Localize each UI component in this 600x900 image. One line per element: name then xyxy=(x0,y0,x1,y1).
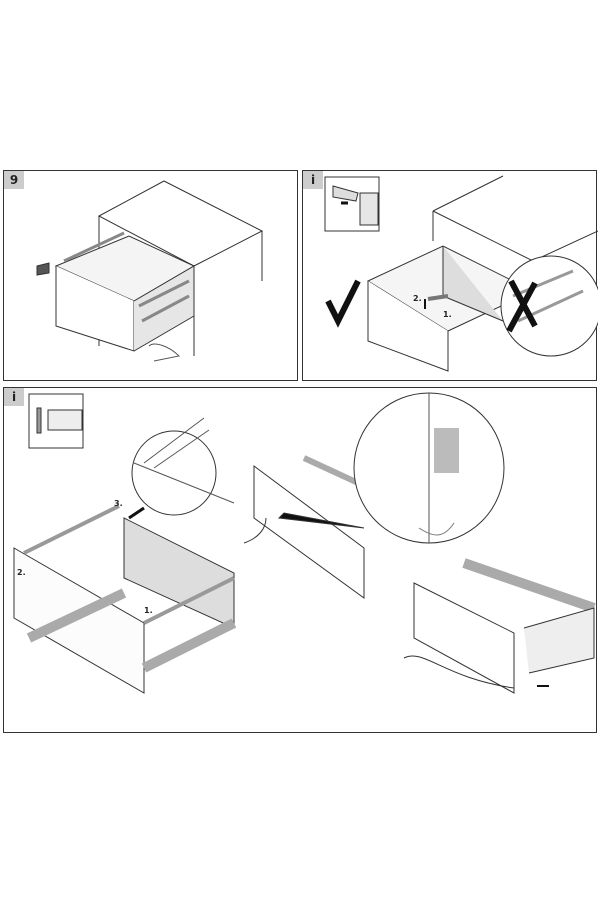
drawer-removal-illustration: 1. 2. xyxy=(324,175,598,372)
info-panel-correct-handling: i 1. 2. xyxy=(302,170,598,381)
step-9-panel: 9 xyxy=(3,170,298,381)
info-panel-front-mounting: i 3. 2. 1. xyxy=(3,387,597,733)
step-label: 3. xyxy=(114,499,123,508)
step-label: 2. xyxy=(413,294,422,303)
step-label: 2. xyxy=(17,568,26,577)
info-badge: i xyxy=(4,388,24,406)
step-label: 1. xyxy=(144,606,153,615)
step-number-badge: 9 xyxy=(4,171,24,189)
step-label: 1. xyxy=(443,310,452,319)
info-badge: i xyxy=(303,171,323,189)
drawer-install-illustration xyxy=(36,180,264,362)
front-panel-mounting-illustration: 3. 2. 1. xyxy=(13,392,596,694)
